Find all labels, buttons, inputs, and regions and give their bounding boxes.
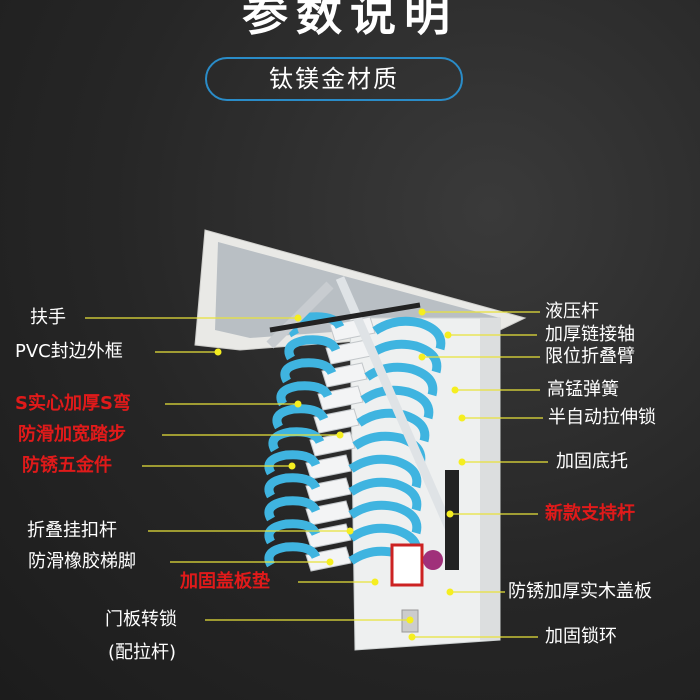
left-label: (配拉杆) [108, 642, 177, 663]
s-bend-right [348, 454, 422, 489]
leader-dot [288, 462, 296, 470]
left-label: 扶手 [30, 307, 66, 328]
left-label: PVC封边外框 [15, 341, 123, 362]
leader-dot [294, 400, 302, 408]
leader-dot [458, 458, 466, 466]
right-label: 加固底托 [556, 451, 628, 472]
left-label: 门板转锁 [105, 609, 177, 630]
left-label: 防滑加宽踏步 [18, 424, 126, 445]
s-bend-left [280, 358, 337, 384]
s-bend-left [272, 404, 329, 430]
leader-dot [446, 510, 454, 518]
right-label: 防锈加厚实木盖板 [508, 581, 652, 602]
s-bend-right [360, 385, 434, 420]
leader-dot [444, 331, 452, 339]
ladder-treads [305, 316, 376, 572]
seal-sticker [423, 550, 443, 570]
hydraulic-rod [269, 302, 421, 333]
leader-dot [406, 616, 414, 624]
support-rod [445, 470, 459, 570]
s-bend-right [372, 316, 446, 351]
right-label: 限位折叠臂 [545, 346, 635, 367]
leader-dot [326, 558, 334, 566]
material-badge: 钛镁金材质 [205, 57, 463, 101]
handle-arm [266, 281, 334, 349]
leader-lines [85, 308, 548, 641]
door-edge [480, 318, 500, 640]
hatch-opening [215, 242, 500, 338]
right-label: 液压杆 [545, 301, 599, 322]
s-bend-left [264, 542, 321, 568]
left-label: 折叠挂扣杆 [27, 520, 117, 541]
leader-dot [451, 386, 459, 394]
leader-dot [458, 414, 466, 422]
left-label: S实心加厚S弯 [15, 393, 131, 414]
leader-dot [418, 308, 426, 316]
folding-arm [335, 276, 455, 532]
leader-dot [214, 348, 222, 356]
leader-dot [371, 578, 379, 586]
right-label: 加厚链接轴 [545, 324, 635, 345]
left-label: 加固盖板垫 [180, 571, 270, 592]
leader-dot [408, 633, 416, 641]
warning-sticker [390, 543, 424, 587]
s-bend-right [368, 339, 442, 374]
leader-dot [418, 353, 426, 361]
right-label: 高锰弹簧 [547, 379, 619, 400]
s-bend-left [264, 519, 321, 545]
left-label: 防滑橡胶梯脚 [28, 551, 136, 572]
s-bend-left [284, 335, 341, 361]
leader-dot [446, 588, 454, 596]
s-bend-right [348, 500, 422, 535]
right-label: 半自动拉伸锁 [548, 407, 656, 428]
page-title: 参数说明 [242, 0, 458, 41]
leader-dot [294, 314, 302, 322]
left-label: 防锈五金件 [22, 455, 112, 476]
leader-dot [336, 431, 344, 439]
right-label: 加固锁环 [545, 626, 617, 647]
s-bend-right [348, 477, 422, 512]
s-bend-left [276, 381, 333, 407]
s-bend-left [264, 473, 321, 499]
s-bend-left [264, 496, 321, 522]
right-label: 新款支持杆 [545, 503, 635, 524]
s-bend-left [268, 427, 325, 453]
leader-dot [346, 527, 354, 535]
